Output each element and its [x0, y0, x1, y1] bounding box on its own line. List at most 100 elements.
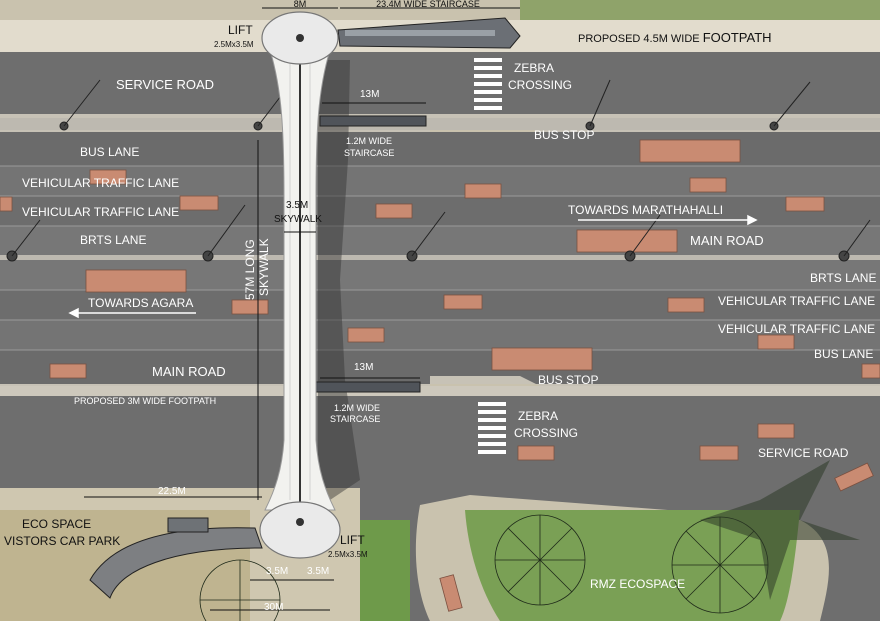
access-road — [360, 488, 880, 621]
bus-icon — [699, 445, 739, 461]
dim-3-5m-a: 3.5M — [266, 566, 288, 577]
street-lamp-icon — [769, 81, 811, 131]
skywalk-length-label: 57M LONG SKYWALK — [243, 238, 271, 300]
bottom-grass-strip — [360, 520, 410, 621]
bus-icon — [667, 297, 705, 313]
tree-icon — [700, 460, 860, 600]
veh-lane-bottom-1-label: VEHICULAR TRAFFIC LANE — [718, 294, 875, 308]
bus-icon — [834, 462, 874, 492]
street-lamps — [6, 79, 871, 262]
vehicular-lane-top-1 — [0, 166, 880, 196]
dim-13m-top: 13M — [360, 89, 379, 100]
service-road-top-label: SERVICE ROAD — [116, 77, 214, 92]
lift-bottom-label: LIFT — [340, 533, 365, 547]
veh-lane-top-1-label: VEHICULAR TRAFFIC LANE — [22, 176, 179, 190]
footpath-bottom-label: PROPOSED 3M WIDE FOOTPATH — [74, 396, 216, 406]
eco-space-label-a: ECO SPACE — [22, 517, 91, 531]
bus-icon — [576, 229, 678, 253]
towards-agara-label: TOWARDS AGARA — [88, 296, 193, 310]
skywalk-deck-joints — [289, 60, 311, 500]
dim-13m-bottom: 13M — [354, 362, 373, 373]
bus-icon — [443, 294, 483, 310]
street-lamp-icon — [202, 204, 246, 262]
central-median — [0, 255, 880, 260]
bus-icon — [85, 269, 187, 293]
street-lamp-icon — [6, 219, 41, 262]
bus-icon — [0, 196, 13, 212]
vehicular-lane-top-2 — [0, 196, 880, 226]
top-staircase — [337, 17, 521, 49]
bus-icon — [89, 169, 127, 185]
bus-icon — [757, 334, 795, 350]
dim-30m: 30M — [264, 602, 283, 613]
brts-lane-bottom-label: BRTS LANE — [810, 271, 876, 285]
brts-lane-top — [0, 226, 880, 256]
median-top — [0, 118, 880, 130]
zebra-crossing-top — [474, 58, 502, 110]
bus-icon — [689, 177, 727, 193]
staircase-bottom-label-a: 1.2M WIDE — [334, 403, 380, 413]
lift-tower-bottom — [259, 501, 341, 559]
bus-icon — [347, 327, 385, 343]
main-road-top-label: MAIN ROAD — [690, 233, 764, 248]
footpath-top-label-a: PROPOSED 4.5M WIDE — [578, 33, 700, 45]
bus-lane-bottom-label: BUS LANE — [814, 347, 873, 361]
staircase-top-label-b: STAIRCASE — [344, 148, 394, 158]
footpath-bottom — [0, 386, 880, 396]
tree-icon — [494, 514, 586, 606]
carpark-staircase — [89, 527, 263, 599]
carpark-staircase-landing — [167, 517, 209, 533]
staircase-bottom-east — [315, 381, 421, 393]
bus-lane-top-label: BUS LANE — [80, 145, 139, 159]
street-lamp-icon — [585, 79, 611, 131]
bus-icon — [375, 203, 413, 219]
footpath-top-label: PROPOSED 4.5M WIDE FOOTPATH — [578, 30, 772, 45]
street-lamp-icon — [59, 79, 101, 131]
bus-stop-bottom-label: BUS STOP — [538, 373, 598, 387]
top-grass-strip — [520, 0, 880, 22]
dim-top-width: 8M — [294, 0, 307, 9]
veh-lane-bottom-2-label: VEHICULAR TRAFFIC LANE — [718, 322, 875, 336]
bus-stop-top-label: BUS STOP — [534, 128, 594, 142]
bus-icon — [785, 196, 825, 212]
dim-22-5m: 22.5M — [158, 486, 186, 497]
footpath-top-label-b: FOOTPATH — [703, 30, 772, 45]
skywalk-length-label-b: SKYWALK — [257, 238, 271, 296]
bus-icon — [464, 183, 502, 199]
rmz-ecospace-lawn — [465, 510, 800, 621]
main-road-bottom-label: MAIN ROAD — [152, 364, 226, 379]
street-lamp-icon — [838, 219, 871, 262]
eco-space-label-b: VISTORS CAR PARK — [4, 534, 120, 548]
bus-icon — [231, 299, 269, 315]
dimension-lines — [84, 7, 520, 611]
zebra-bottom-label-b: CROSSING — [514, 426, 578, 440]
skywalk-length-label-a: 57M LONG — [243, 239, 257, 300]
vehicular-lane-bottom-1 — [0, 290, 880, 320]
towards-marathahalli-label: TOWARDS MARATHAHALLI — [568, 203, 723, 217]
vehicles — [0, 139, 880, 612]
staircase-top-label-a: 1.2M WIDE — [346, 136, 392, 146]
staircase-bottom-label-b: STAIRCASE — [330, 414, 380, 424]
lift-top-core — [296, 34, 304, 42]
brts-lane-top-label: BRTS LANE — [80, 233, 146, 247]
lift-top-label: LIFT — [228, 23, 253, 37]
bus-icon — [517, 445, 555, 461]
dim-top-staircase: 23.4M WIDE STAIRCASE — [376, 0, 480, 9]
street-lamp-icon — [406, 211, 446, 262]
zebra-top-label-a: ZEBRA — [514, 61, 554, 75]
bus-icon — [49, 363, 87, 379]
service-road-bottom — [0, 396, 880, 488]
rmz-ecospace-label: RMZ ECOSPACE — [590, 577, 685, 591]
lift-bottom-size: 2.5Mx3.5M — [328, 550, 368, 559]
zebra-top-label-b: CROSSING — [508, 78, 572, 92]
zebra-crossing-bottom — [478, 402, 506, 454]
bus-icon — [179, 195, 219, 211]
direction-arrow-icon — [578, 214, 758, 226]
dim-3-5m-b: 3.5M — [307, 566, 329, 577]
bus-icon — [491, 347, 593, 371]
bus-icon — [639, 139, 741, 163]
zebra-bottom-label-a: ZEBRA — [518, 409, 558, 423]
lift-bottom-core — [296, 518, 304, 526]
service-road-top — [0, 52, 880, 114]
